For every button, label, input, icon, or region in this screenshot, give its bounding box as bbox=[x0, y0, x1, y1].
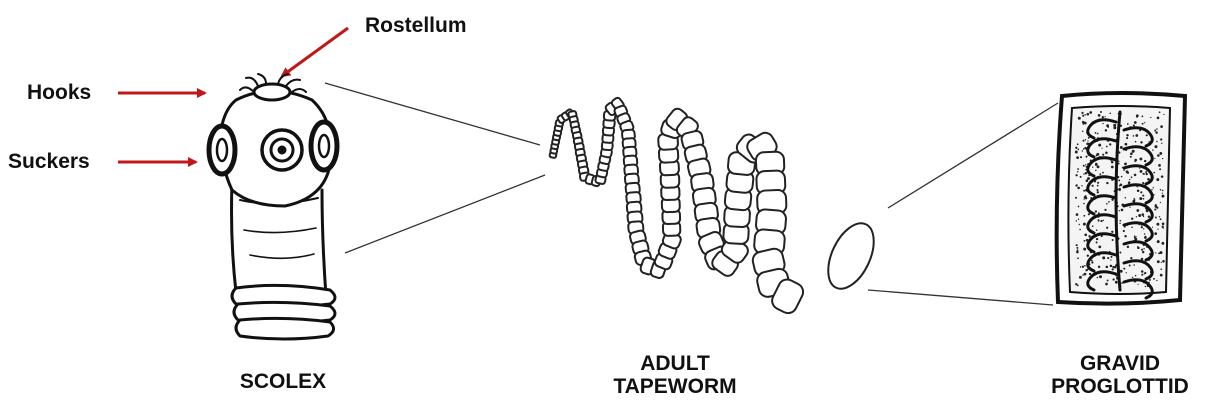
zoom-lines bbox=[325, 83, 1058, 305]
adult-caption-line1: ADULT bbox=[585, 352, 765, 375]
tapeworm-drawing bbox=[549, 97, 806, 317]
scolex-caption: SCOLEX bbox=[218, 370, 348, 393]
scolex-drawing bbox=[209, 74, 337, 339]
gravid-caption-line2: PROGLOTTID bbox=[1030, 375, 1210, 398]
adult-tapeworm-caption: ADULT TAPEWORM bbox=[585, 352, 765, 398]
single-proglottid-drawing bbox=[819, 216, 883, 296]
hooks-label: Hooks bbox=[27, 81, 91, 104]
scolex-caption-text: SCOLEX bbox=[240, 370, 326, 393]
gravid-proglottid-caption: GRAVID PROGLOTTID bbox=[1030, 352, 1210, 398]
rostellum-label: Rostellum bbox=[365, 14, 467, 37]
gravid-proglottid-drawing bbox=[1057, 93, 1185, 304]
suckers-label: Suckers bbox=[8, 150, 90, 173]
rostellum-arrow bbox=[282, 28, 348, 76]
adult-caption-line2: TAPEWORM bbox=[585, 375, 765, 398]
gravid-caption-line1: GRAVID bbox=[1030, 352, 1210, 375]
